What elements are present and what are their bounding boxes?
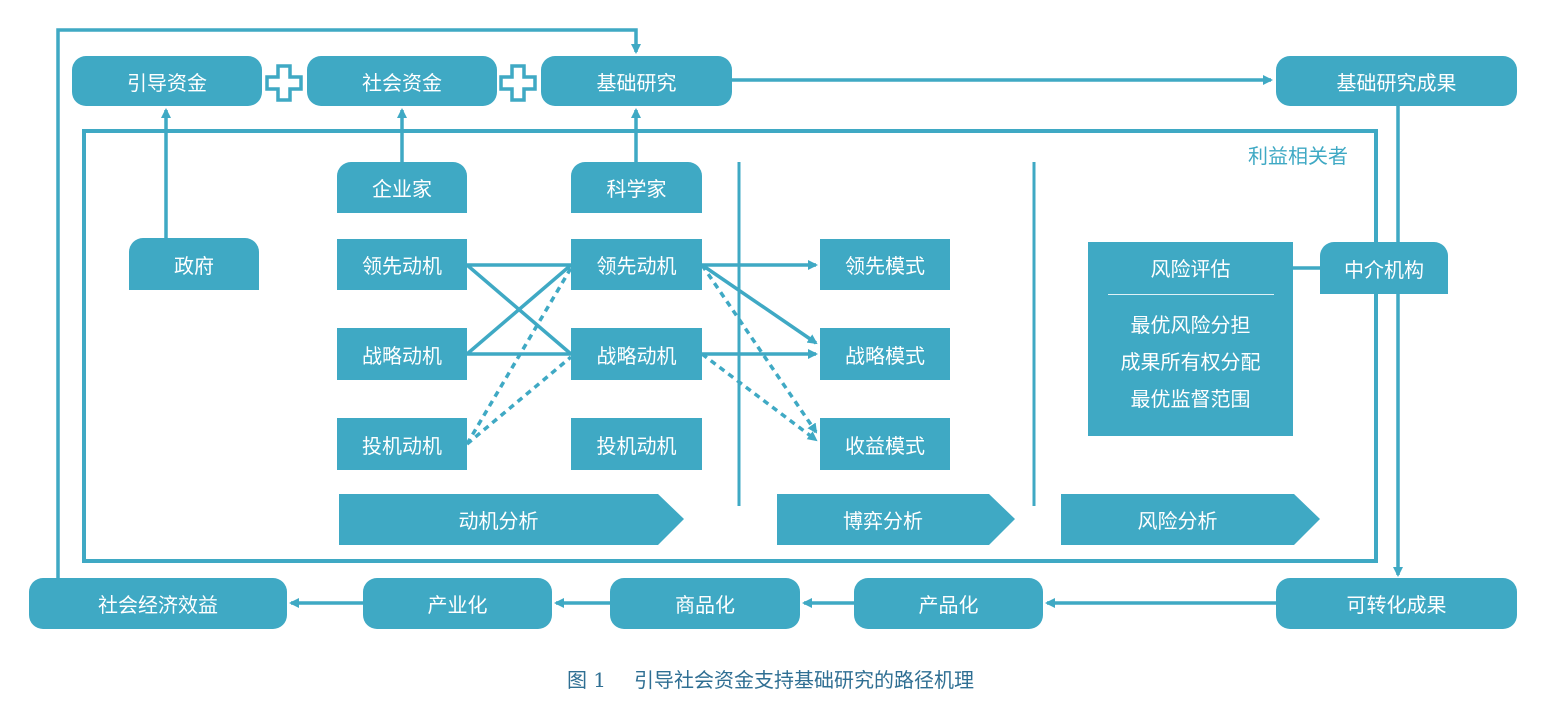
link-speculation-lead <box>465 267 573 445</box>
convertible-outcome-box: 可转化成果 <box>1276 578 1517 629</box>
profit-mode-box: 收益模式 <box>820 418 950 470</box>
scientist-lead-motive: 领先动机 <box>571 239 702 290</box>
government-box: 政府 <box>129 238 259 290</box>
entrepreneur-label: 企业家 <box>372 177 432 201</box>
figure-title: 引导社会资金支持基础研究的路径机理 <box>634 668 975 692</box>
risk-assessment-box: 风险评估 最优风险分担 成果所有权分配 最优监督范围 <box>1088 242 1293 436</box>
feedback-loop-arrow <box>56 28 641 578</box>
risk-item: 成果所有权分配 <box>1120 350 1261 374</box>
entrepreneur-lead-motive: 领先动机 <box>337 239 467 290</box>
social-fund-box: 社会资金 <box>307 56 497 106</box>
plus-icon <box>499 64 537 102</box>
productization-box: 产品化 <box>854 578 1043 629</box>
lead-mode-box: 领先模式 <box>820 239 950 290</box>
socioeconomic-benefit-label: 社会经济效益 <box>98 593 218 617</box>
motive-analysis-banner <box>339 494 684 545</box>
basic-research-label: 基础研究 <box>596 70 677 95</box>
arrow-strategy-profit-mode <box>700 352 818 442</box>
scientist-label: 科学家 <box>606 177 667 201</box>
industrialization-label: 产业化 <box>427 593 488 617</box>
entrepreneur-strategy-motive: 战略动机 <box>337 328 467 380</box>
industrialization-box: 产业化 <box>363 578 552 629</box>
arrow-lead-strategy-mode <box>701 263 818 345</box>
entrepreneur-speculation-motive: 投机动机 <box>337 418 467 470</box>
figure-number: 图 1 <box>566 668 607 692</box>
motive-label: 战略动机 <box>362 343 442 368</box>
figure-caption: 图 1 引导社会资金支持基础研究的路径机理 <box>0 664 1541 693</box>
arrow-lead-profit-mode <box>700 264 818 434</box>
commercialization-box: 商品化 <box>610 578 800 629</box>
basic-research-outcome-label: 基础研究成果 <box>1336 70 1457 95</box>
basic-research-box: 基础研究 <box>541 56 732 106</box>
strategy-mode-box: 战略模式 <box>820 328 950 380</box>
link-strategy-lead <box>465 263 573 356</box>
basic-research-outcome-box: 基础研究成果 <box>1276 56 1517 106</box>
risk-item: 最优监督范围 <box>1130 387 1251 411</box>
guide-fund-label: 引导资金 <box>127 70 207 95</box>
guide-fund-box: 引导资金 <box>72 56 262 106</box>
risk-analysis-banner <box>1061 494 1320 545</box>
risk-divider <box>1107 294 1274 295</box>
risk-assessment-title: 风险评估 <box>1150 257 1231 281</box>
mode-label: 领先模式 <box>845 254 925 278</box>
game-analysis-banner <box>777 494 1015 545</box>
commercialization-label: 商品化 <box>675 593 735 617</box>
social-fund-label: 社会资金 <box>362 70 442 95</box>
motive-label: 领先动机 <box>362 254 442 278</box>
productization-label: 产品化 <box>918 593 979 617</box>
stakeholders-frame <box>82 129 1378 563</box>
motive-label: 投机动机 <box>362 433 442 458</box>
mode-label: 收益模式 <box>845 433 925 458</box>
entrepreneur-box: 企业家 <box>337 162 467 213</box>
motive-label: 战略动机 <box>596 343 677 368</box>
stakeholders-label: 利益相关者 <box>1248 144 1348 168</box>
risk-item: 最优风险分担 <box>1130 313 1251 337</box>
motive-analysis-label: 动机分析 <box>458 509 539 533</box>
scientist-box: 科学家 <box>571 162 702 213</box>
convertible-outcome-label: 可转化成果 <box>1346 593 1447 617</box>
plus-icon <box>265 64 303 102</box>
risk-analysis-label: 风险分析 <box>1137 509 1218 533</box>
scientist-speculation-motive: 投机动机 <box>571 418 702 470</box>
motive-label: 领先动机 <box>596 254 677 278</box>
game-analysis-label: 博弈分析 <box>843 509 923 533</box>
intermediary-box: 中介机构 <box>1320 242 1448 294</box>
mode-label: 战略模式 <box>845 343 925 368</box>
intermediary-label: 中介机构 <box>1344 257 1424 282</box>
scientist-strategy-motive: 战略动机 <box>571 328 702 380</box>
link-speculation-strategy <box>465 355 573 446</box>
motive-label: 投机动机 <box>596 433 677 458</box>
government-label: 政府 <box>174 253 214 278</box>
socioeconomic-benefit-box: 社会经济效益 <box>29 578 287 629</box>
